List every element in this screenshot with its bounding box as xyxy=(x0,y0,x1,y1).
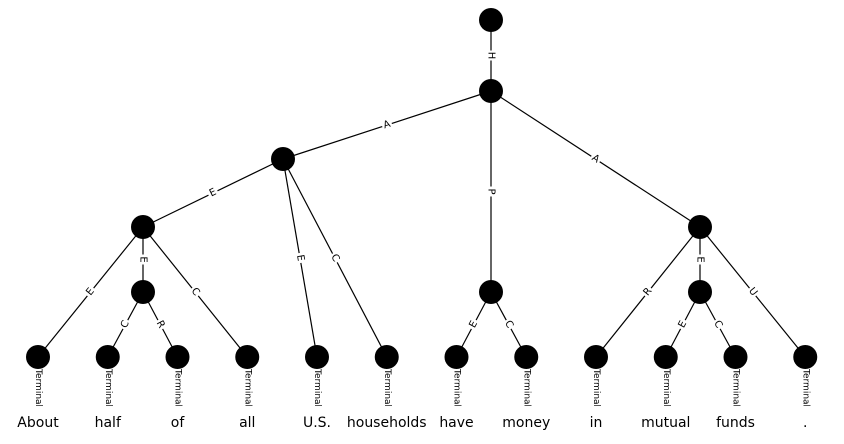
edge-label-text: A xyxy=(382,119,392,132)
node-n3 xyxy=(131,215,155,239)
token-word: have xyxy=(439,415,473,431)
token-word: funds xyxy=(716,415,755,431)
edge-label: E xyxy=(81,283,100,301)
token-word: money xyxy=(502,415,550,431)
terminal-tag-text: Terminal xyxy=(452,368,462,407)
token-word: U.S. xyxy=(303,415,331,431)
edge-label: C xyxy=(186,283,204,301)
edge-label-text: R xyxy=(154,319,167,330)
edge-label: H xyxy=(484,50,498,61)
terminal-node xyxy=(26,345,50,369)
terminal-tag: Terminal xyxy=(382,368,392,407)
terminal-node xyxy=(305,345,329,369)
terminal-tag: Terminal xyxy=(33,368,43,407)
terminal-tag-text: Terminal xyxy=(33,368,43,407)
edge-label: A xyxy=(380,116,394,134)
edge-label: C xyxy=(500,316,518,333)
edge-label: E xyxy=(465,316,483,333)
terminal-tag: Terminal xyxy=(521,368,531,407)
terminal-node xyxy=(165,345,190,369)
edges-layer xyxy=(37,20,806,358)
edge-label: E xyxy=(674,316,692,333)
terminal-tag-text: Terminal xyxy=(103,368,113,407)
nodes-layer xyxy=(26,8,818,369)
terminal-tag-text: Terminal xyxy=(173,368,183,407)
terminal-tag: Terminal xyxy=(591,368,601,407)
terminal-tag-text: Terminal xyxy=(242,368,252,407)
node-n2 xyxy=(271,147,295,171)
edge-label-text: E xyxy=(138,256,149,262)
edge-label: C xyxy=(709,316,727,333)
terminal-node xyxy=(514,345,539,369)
terminal-node xyxy=(95,345,120,369)
edge-label-text: C xyxy=(502,319,515,330)
terminal-tag-text: Terminal xyxy=(312,368,322,407)
terminal-tag: Terminal xyxy=(242,368,252,407)
edge-label: E xyxy=(136,254,150,265)
edge-label-text: C xyxy=(711,319,724,330)
terminal-tag-text: Terminal xyxy=(591,368,601,407)
edge-label: C xyxy=(326,250,344,266)
node-n1 xyxy=(479,79,503,103)
token-word: of xyxy=(171,415,186,431)
edge-label-text: E xyxy=(294,254,306,262)
edge-label-text: E xyxy=(208,187,218,200)
token-word: . xyxy=(803,415,807,431)
edge-label: P xyxy=(484,186,498,197)
terminal-node xyxy=(235,345,260,369)
token-word: in xyxy=(590,415,603,431)
edge-label-text: E xyxy=(695,256,706,262)
terminal-tag-text: Terminal xyxy=(661,368,671,407)
terminal-node xyxy=(653,345,678,369)
terminal-node xyxy=(584,345,608,369)
terminal-tag: Terminal xyxy=(103,368,113,407)
terminal-node xyxy=(374,345,399,369)
edge-label: E xyxy=(292,251,308,265)
terminal-tag: Terminal xyxy=(661,368,671,407)
terminal-node xyxy=(723,345,748,369)
node-root xyxy=(479,8,503,32)
terminal-tag-text: Terminal xyxy=(731,368,741,407)
node-n5 xyxy=(479,280,503,304)
token-word: households xyxy=(347,415,427,431)
edge-label-text: E xyxy=(467,319,480,330)
edge-label: E xyxy=(205,184,221,202)
terminal-tag: Terminal xyxy=(452,368,462,407)
edge-label: A xyxy=(587,150,604,168)
terminal-tag-text: Terminal xyxy=(800,368,810,407)
token-word: mutual xyxy=(641,415,690,431)
node-n4 xyxy=(131,280,155,304)
edge-label-text: C xyxy=(119,319,132,330)
terminal-tag: Terminal xyxy=(731,368,741,407)
edge-label-text: E xyxy=(677,319,690,330)
edge-label: U xyxy=(744,283,762,301)
terminal-tag: Terminal xyxy=(800,368,810,407)
node-n7 xyxy=(688,280,712,304)
terminal-node xyxy=(444,345,469,369)
terminal-tag-text: Terminal xyxy=(382,368,392,407)
token-word: About xyxy=(17,415,59,431)
terminal-tag: Terminal xyxy=(312,368,322,407)
edge-label: R xyxy=(151,316,169,333)
edge-label-text: E xyxy=(84,286,97,298)
edge-label-text: P xyxy=(486,188,497,194)
node-n6 xyxy=(688,215,712,239)
token-word: all xyxy=(239,415,255,431)
terminal-tag-text: Terminal xyxy=(521,368,531,407)
edge-label: R xyxy=(639,283,657,301)
edge-label-text: A xyxy=(590,153,602,166)
terminal-node xyxy=(793,345,818,369)
edge-label-text: H xyxy=(486,52,497,60)
edge-label: C xyxy=(116,316,134,333)
edge-label-text: C xyxy=(328,252,341,263)
terminal-tag: Terminal xyxy=(173,368,183,407)
token-word: half xyxy=(95,415,122,431)
edge-label: E xyxy=(693,254,707,265)
